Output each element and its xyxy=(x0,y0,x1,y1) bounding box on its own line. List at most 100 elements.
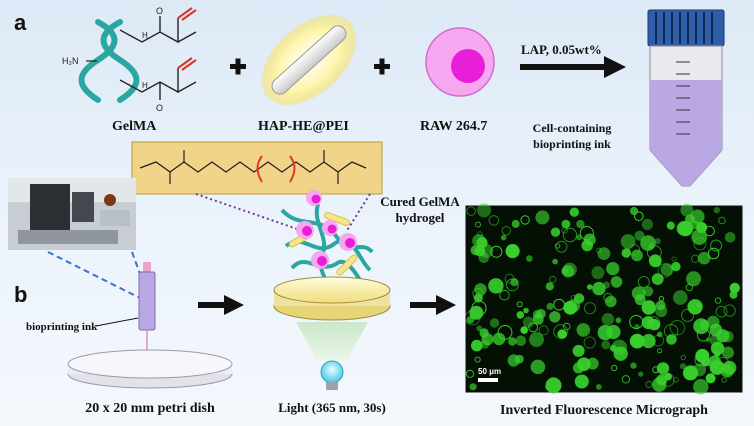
fluorescent-cell xyxy=(691,229,708,246)
fluorescent-cell xyxy=(488,278,504,294)
fluorescent-cell xyxy=(637,276,650,288)
fluorescent-cell xyxy=(669,320,686,336)
cured-label-line2: hydrogel xyxy=(396,210,445,225)
fluorescent-cell xyxy=(605,295,617,308)
fluorescent-cell xyxy=(474,356,481,363)
gelma-structure: H O H O xyxy=(78,6,197,113)
scale-bar xyxy=(478,378,498,382)
fluorescent-cell xyxy=(500,234,507,241)
fluorescent-cell xyxy=(694,354,707,366)
fluorescent-cell xyxy=(647,319,655,326)
cured-dish-icon xyxy=(273,276,391,321)
fluorescent-cell xyxy=(576,323,591,337)
fluorescent-cell xyxy=(476,325,483,332)
fluorescent-cell xyxy=(528,322,539,333)
fluorescent-cell xyxy=(671,261,681,272)
panel-b-label: b xyxy=(14,282,27,307)
crosslink-structure xyxy=(131,141,383,195)
fluorescent-cell xyxy=(634,341,641,348)
fluorescent-cell xyxy=(664,372,673,381)
fluorescent-cell xyxy=(465,369,475,378)
fluorescent-cell xyxy=(606,324,621,340)
fluorescent-cell xyxy=(480,339,490,349)
scale-label: 50 μm xyxy=(478,367,501,376)
fluorescent-cell xyxy=(656,362,670,375)
fluorescent-cell xyxy=(572,344,585,357)
fluorescent-cell xyxy=(520,326,529,334)
fluorescent-cell xyxy=(561,267,569,275)
plus-icon xyxy=(374,58,390,75)
hydrogel-network xyxy=(280,190,374,291)
fluorescent-cell xyxy=(705,373,716,384)
fluorescent-cell xyxy=(641,334,656,349)
fluorescent-cell xyxy=(615,317,622,324)
fluorescent-cell xyxy=(492,332,506,346)
fluorescent-cell xyxy=(516,311,525,319)
fluorescent-cell xyxy=(576,219,585,229)
fluorescent-cell xyxy=(545,282,554,291)
fluorescent-cell xyxy=(638,371,644,377)
fluorescent-cell xyxy=(729,290,738,299)
fluorescent-cell xyxy=(499,289,510,301)
fluorescent-cell xyxy=(516,301,523,308)
fluorescent-cell xyxy=(471,339,483,352)
fluorescent-cell xyxy=(569,207,579,217)
fluorescent-cell xyxy=(469,305,484,320)
right-arrow-icon xyxy=(410,295,456,315)
fluorescent-cell xyxy=(714,297,722,304)
fluorescent-cell xyxy=(645,380,653,389)
fluorescent-cell xyxy=(713,207,720,214)
fluorescent-cell xyxy=(504,273,515,284)
fluorescent-cell xyxy=(526,255,533,262)
light-label: Light (365 nm, 30s) xyxy=(278,400,386,415)
fluorescent-cell xyxy=(634,324,640,330)
fluorescent-cell xyxy=(597,247,611,261)
fluorescent-cell xyxy=(520,215,530,225)
fluorescent-cell xyxy=(642,286,654,297)
fluorescent-cell xyxy=(680,354,686,361)
fluorescent-cell xyxy=(523,307,529,314)
fluorescent-cell xyxy=(634,294,646,306)
fluorescent-cell xyxy=(515,354,524,364)
fluorescent-cell xyxy=(515,335,527,347)
fluorescent-cell xyxy=(601,313,615,326)
fluorescent-cell xyxy=(671,256,677,262)
fluorescent-cell xyxy=(611,364,618,372)
fluorescent-cell xyxy=(591,266,605,280)
fluorescent-cell xyxy=(577,357,591,372)
fluorescent-cell xyxy=(680,203,694,217)
petri-label: 20 x 20 mm petri dish xyxy=(85,401,215,416)
fluorescent-cell xyxy=(673,376,679,383)
fluorescent-cell xyxy=(693,363,706,377)
fluorescent-cell xyxy=(632,335,640,342)
fluorescent-cell xyxy=(552,258,558,265)
fluorescent-cell xyxy=(696,328,711,342)
fluorescent-cell xyxy=(651,273,664,286)
syringe-icon xyxy=(138,262,156,352)
bioprinting-ink-label: bioprinting ink xyxy=(26,321,98,333)
fluorescent-cell xyxy=(655,305,668,318)
fluorescent-cell xyxy=(629,206,639,216)
fluorescent-cell xyxy=(718,216,726,225)
fluorescent-cell xyxy=(474,245,486,257)
fluorescent-cell xyxy=(613,346,628,361)
fluorescent-cell xyxy=(554,243,561,249)
fluorescent-cell xyxy=(634,230,645,241)
fluorescent-cell xyxy=(583,302,597,315)
fluorescent-cell xyxy=(721,346,735,359)
fluorescent-cell xyxy=(690,209,705,224)
fluorescent-cell xyxy=(716,329,730,343)
fluorescent-cell xyxy=(601,340,611,350)
fluorescent-cell xyxy=(592,281,606,296)
fluorescent-cell xyxy=(691,254,700,263)
svg-text:O: O xyxy=(156,6,163,16)
fluorescent-cell xyxy=(473,293,483,303)
fluorescent-cell xyxy=(546,302,554,310)
fluorescent-cell xyxy=(724,232,736,243)
fluorescent-cell xyxy=(673,290,688,305)
fluorescent-cell xyxy=(490,245,503,258)
fluorescent-cell xyxy=(535,210,550,225)
right-arrow-icon xyxy=(198,295,244,315)
fluorescent-cell xyxy=(621,375,631,384)
